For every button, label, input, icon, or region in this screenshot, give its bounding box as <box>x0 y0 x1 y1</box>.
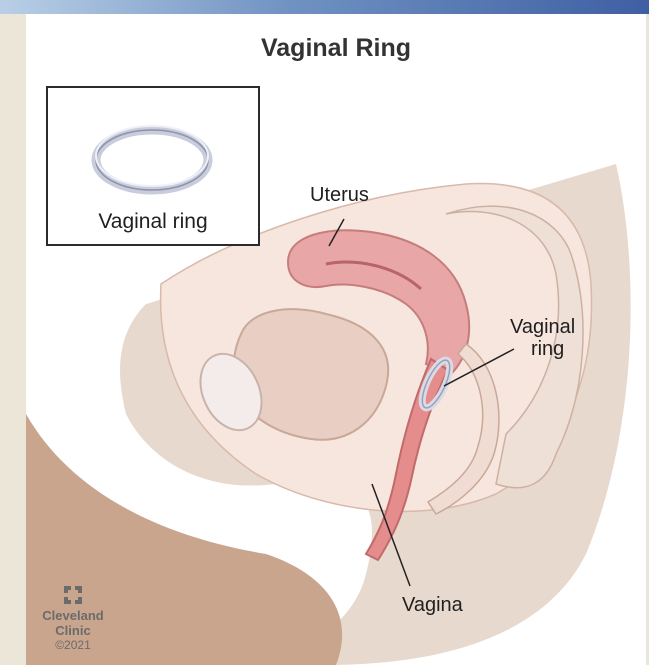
ring-inset-box: Vaginal ring <box>46 86 260 246</box>
top-decor-strip <box>0 0 649 14</box>
left-margin-band <box>0 14 26 665</box>
inset-label: Vaginal ring <box>48 210 258 234</box>
vagina-label: Vagina <box>402 594 463 616</box>
vaginal-ring-label-line2: ring <box>510 338 575 360</box>
ring-illustration <box>48 88 258 208</box>
logo-line1: Cleveland <box>32 608 114 623</box>
vaginal-ring-label: Vaginal ring <box>510 316 575 360</box>
logo-line2: Clinic <box>32 623 114 638</box>
illustration-canvas: Vaginal Ring Vaginal ring Uterus Vaginal… <box>26 14 646 665</box>
diagram-title: Vaginal Ring <box>26 34 646 63</box>
copyright-text: ©2021 <box>32 638 114 653</box>
clinic-cross-icon <box>62 584 84 606</box>
cleveland-clinic-logo: Cleveland Clinic ©2021 <box>32 584 114 653</box>
uterus-label: Uterus <box>310 184 369 206</box>
vaginal-ring-label-line1: Vaginal <box>510 316 575 338</box>
